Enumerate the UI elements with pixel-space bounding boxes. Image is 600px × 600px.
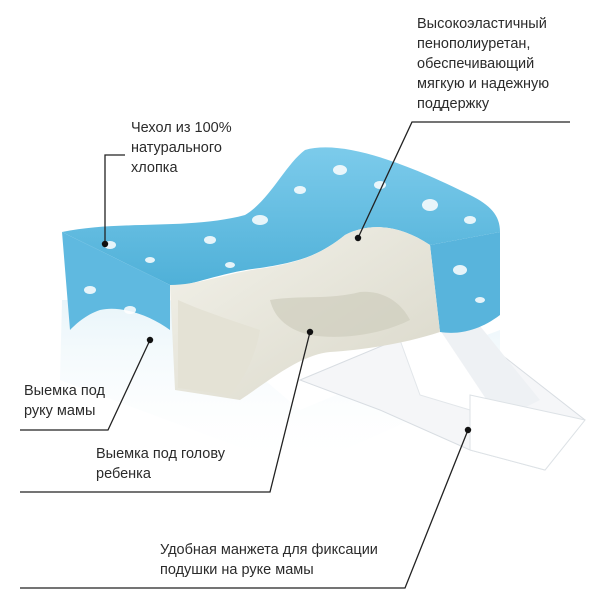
leader-line-cuff	[20, 429, 469, 589]
callout-cuff-line: подушки на руке мамы	[160, 562, 314, 578]
callout-foam-line: обеспечивающий	[417, 56, 535, 72]
callout-head-recess-line: ребенка	[96, 466, 151, 482]
callout-foam: Высокоэластичный пенополиуретан, обеспеч…	[417, 14, 549, 114]
anchor-dots	[101, 234, 472, 434]
callout-arm-recess: Выемка под руку мамы	[24, 381, 105, 421]
anchor-dot-cover	[101, 240, 109, 248]
anchor-dot-foam	[354, 234, 362, 242]
callout-cuff-line: Удобная манжета для фиксации	[160, 542, 378, 558]
pillow-cover-top	[62, 147, 500, 286]
leader-line-arm-recess	[20, 339, 151, 431]
pillow-reflection	[60, 300, 500, 470]
callout-head-recess: Выемка под голову ребенка	[96, 444, 225, 484]
anchor-dot-head-recess	[306, 328, 314, 336]
callout-foam-line: поддержку	[417, 96, 490, 112]
pillow-cover-left-end	[62, 232, 170, 330]
pillow-cover-right-side	[430, 232, 500, 333]
callout-arm-recess-line: Выемка под	[24, 383, 105, 399]
anchor-dot-cuff	[464, 426, 472, 434]
callout-cover-line: хлопка	[131, 160, 178, 176]
callout-cover-line: натурального	[131, 140, 222, 156]
callout-arm-recess-line: руку мамы	[24, 403, 96, 419]
callout-cover: Чехол из 100% натурального хлопка	[131, 118, 232, 178]
anchor-dot-arm-recess	[146, 336, 154, 344]
leader-line-head-recess	[20, 331, 311, 493]
callout-cuff: Удобная манжета для фиксации подушки на …	[160, 540, 378, 580]
cover-pattern	[84, 165, 485, 314]
leader-line-foam	[357, 121, 570, 239]
leader-line-cover	[104, 154, 125, 244]
callout-head-recess-line: Выемка под голову	[96, 446, 226, 462]
callout-foam-line: мягкую и надежную	[417, 76, 550, 92]
callout-cover-line: Чехол из 100%	[131, 120, 232, 136]
arm-recess-shape	[178, 300, 260, 395]
cuff-fabric	[298, 319, 586, 471]
callout-foam-line: пенополиуретан,	[417, 36, 531, 52]
callout-foam-line: Высокоэластичный	[417, 16, 547, 32]
head-recess-shape	[270, 291, 410, 337]
leader-lines	[20, 121, 570, 589]
